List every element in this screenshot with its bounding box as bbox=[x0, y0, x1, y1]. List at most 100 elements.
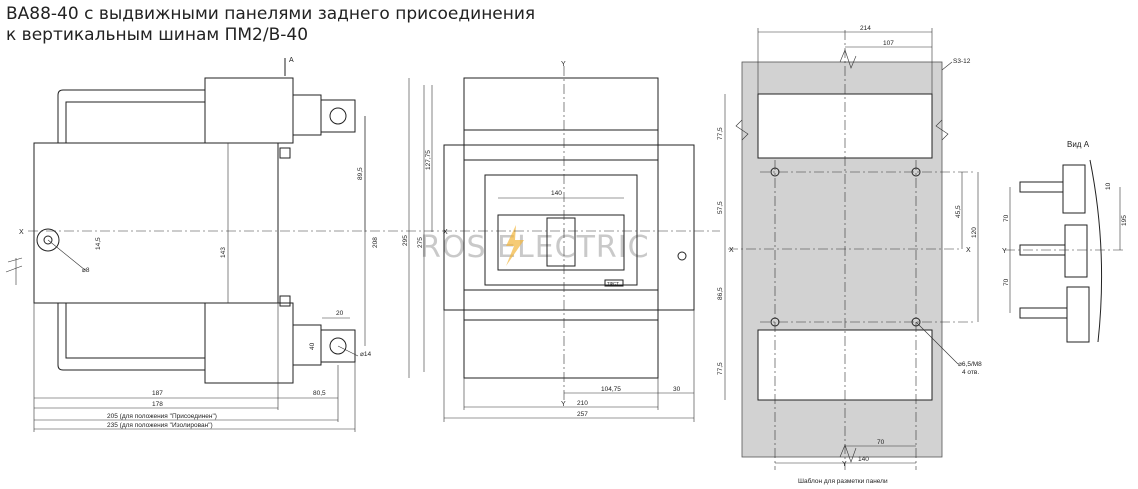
dim-195: 195 bbox=[1121, 215, 1128, 226]
dim-120: 120 bbox=[971, 227, 978, 238]
dim-57-5: 57,5 bbox=[717, 201, 724, 214]
view-a-label: Вид A bbox=[1067, 140, 1090, 149]
view-a-bar-1 bbox=[1019, 181, 1064, 193]
top-terminal-bar bbox=[320, 99, 356, 133]
front-lower-band bbox=[463, 289, 659, 321]
view-a: Вид A 70 70 Y 10 195 bbox=[1002, 140, 1128, 343]
top-terminal-hole bbox=[329, 107, 347, 125]
side-view: A X 143 208 89,5 14,5 ⌀8 20 40 ⌀14 187 8… bbox=[5, 57, 379, 432]
dim-14-5: 14,5 bbox=[95, 237, 102, 250]
dim-70: 70 bbox=[877, 439, 885, 446]
dim-178: 178 bbox=[152, 401, 163, 408]
view-a-body-edge bbox=[1089, 159, 1103, 343]
side-axis-hole bbox=[36, 228, 60, 252]
dim-235: 235 (для положения "Изолирован") bbox=[107, 422, 213, 429]
dim-127-75: 127,75 bbox=[425, 150, 432, 170]
bottom-terminal-hole bbox=[329, 337, 347, 355]
holes-count: 4 отв. bbox=[962, 369, 979, 376]
dim-187: 187 bbox=[152, 390, 163, 397]
dim-210: 210 bbox=[577, 400, 588, 407]
side-top-module bbox=[204, 77, 294, 144]
dim-214: 214 bbox=[860, 25, 871, 32]
dim-205: 205 (для положения "Присоединен") bbox=[107, 413, 217, 420]
front-axis-y-bottom: Y bbox=[561, 401, 566, 408]
side-body bbox=[33, 142, 279, 304]
dim-143: 143 bbox=[220, 247, 227, 258]
template-break-right bbox=[935, 119, 949, 141]
lightning-bolt-icon bbox=[506, 225, 524, 266]
front-plate bbox=[604, 279, 624, 287]
view-a-block-1 bbox=[1062, 164, 1086, 214]
view-a-bar-3 bbox=[1019, 307, 1068, 319]
template-axis-x-right: X bbox=[966, 247, 971, 254]
front-axis-x: X bbox=[443, 229, 448, 236]
side-axis-x: X bbox=[19, 229, 24, 236]
side-bolt-top bbox=[279, 147, 291, 159]
front-switch-area bbox=[497, 214, 625, 271]
dim-40: 40 bbox=[309, 342, 316, 350]
dim-140-template: 140 bbox=[858, 456, 869, 463]
front-outer bbox=[463, 77, 659, 379]
dim-70-b: 70 bbox=[1003, 278, 1010, 286]
view-a-axis-y: Y bbox=[1002, 248, 1007, 255]
side-bottom-module bbox=[204, 302, 294, 384]
side-axis-hole-inner bbox=[43, 235, 53, 245]
dim-70-a: 70 bbox=[1003, 214, 1010, 222]
section-label: A bbox=[289, 57, 294, 64]
view-a-block-3 bbox=[1066, 286, 1090, 343]
top-terminal-base bbox=[292, 94, 322, 136]
front-view: ТФСТ Y Y 140 295 275 127,75 104,75 30 21… bbox=[402, 61, 695, 422]
title-line-2: к вертикальным шинам ПМ2/В-40 bbox=[6, 25, 309, 45]
side-bottom-drive bbox=[57, 303, 205, 371]
front-breaker bbox=[484, 174, 638, 286]
dim-104-75: 104,75 bbox=[601, 386, 621, 393]
side-top-drive bbox=[57, 89, 205, 143]
phi14-leader bbox=[337, 345, 359, 357]
template-caption: Шаблон для разметки панели bbox=[798, 477, 888, 485]
dim-107: 107 bbox=[883, 40, 894, 47]
side-bolt-bottom bbox=[279, 295, 291, 307]
front-handle[interactable] bbox=[546, 217, 576, 267]
front-axis-y-top: Y bbox=[561, 61, 566, 68]
bottom-terminal-base bbox=[292, 324, 322, 366]
dim-30: 30 bbox=[673, 386, 681, 393]
watermark-text: ROS ELECTRIC bbox=[420, 230, 650, 265]
template-break-top bbox=[839, 49, 857, 69]
dim-275: 275 bbox=[417, 237, 424, 248]
bottom-terminal-bar bbox=[320, 329, 356, 363]
thickness-label: S3-12 bbox=[953, 58, 971, 65]
dim-10: 10 bbox=[1105, 182, 1112, 190]
title-line-1: ВА88-40 с выдвижными панелями заднего пр… bbox=[6, 4, 536, 24]
s3-12-leader bbox=[941, 61, 953, 71]
template-axis-x-left: X bbox=[729, 247, 734, 254]
dim-208: 208 bbox=[372, 237, 379, 248]
phi8-leader bbox=[47, 239, 86, 271]
dim-77-5-top: 77,5 bbox=[717, 127, 724, 140]
dim-86-5: 86,5 bbox=[717, 287, 724, 300]
side-extension-lines bbox=[33, 303, 356, 432]
drawing-title: ВА88-40 с выдвижными панелями заднего пр… bbox=[6, 4, 535, 46]
dim-295: 295 bbox=[402, 235, 409, 246]
front-indicator bbox=[677, 251, 687, 261]
dim-phi8: ⌀8 bbox=[82, 267, 90, 274]
dim-140: 140 bbox=[551, 190, 562, 197]
dim-phi14: ⌀14 bbox=[360, 351, 372, 358]
dim-45-5: 45,5 bbox=[955, 205, 962, 218]
template-top-extensions bbox=[757, 28, 933, 94]
front-plate-text: ТФСТ bbox=[607, 281, 619, 286]
template-view: X X Y 214 107 S3-12 77,5 57,5 86,5 77,5 … bbox=[717, 25, 982, 485]
dim-20: 20 bbox=[336, 310, 344, 317]
front-extension-lines bbox=[443, 310, 695, 422]
template-axis-y-bottom: Y bbox=[842, 461, 847, 468]
front-panel bbox=[443, 144, 695, 311]
dim-257: 257 bbox=[577, 411, 588, 418]
dim-77-5-bottom: 77,5 bbox=[717, 362, 724, 375]
template-break-left bbox=[735, 119, 749, 141]
hole-note-leader bbox=[915, 321, 959, 365]
side-cable bbox=[5, 257, 23, 285]
template-break-bottom bbox=[839, 444, 857, 463]
view-a-block-2 bbox=[1064, 224, 1088, 278]
dim-80-5: 80,5 bbox=[313, 390, 326, 397]
front-upper-band bbox=[463, 129, 659, 161]
